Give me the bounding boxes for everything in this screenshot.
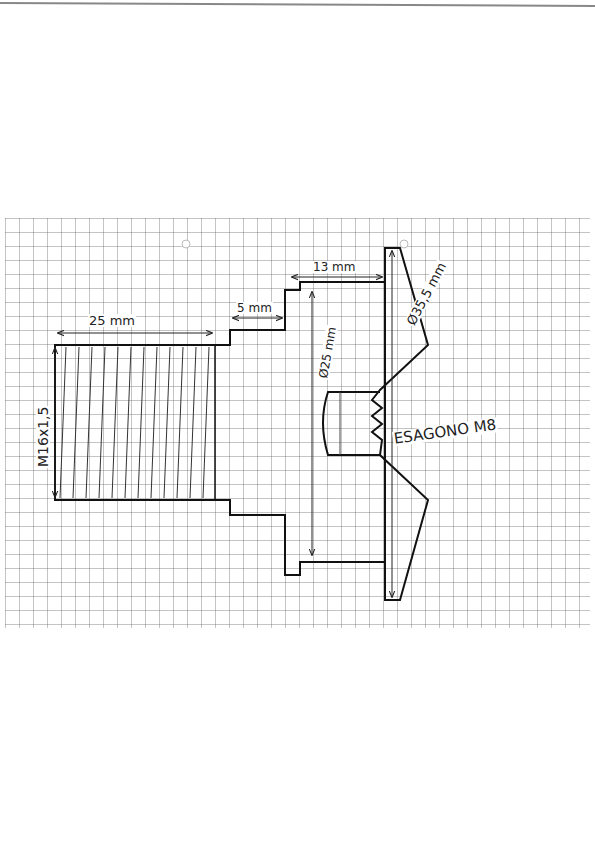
thread-line — [151, 347, 157, 498]
thread-line — [138, 347, 144, 498]
dimension-line — [392, 251, 393, 597]
grid-paper — [5, 218, 590, 628]
thread-lines — [60, 347, 209, 498]
thread-line — [164, 347, 170, 498]
hexagon-recess — [340, 392, 341, 455]
dimension-line — [55, 348, 56, 497]
punch-hole — [400, 240, 408, 248]
thread-line — [73, 347, 79, 498]
thread-line — [112, 347, 118, 498]
dimension-line — [58, 333, 212, 334]
thread-line — [190, 347, 196, 498]
thread-line — [177, 347, 183, 498]
thread-line — [99, 347, 105, 498]
hexagon-recess — [323, 392, 380, 455]
dimension-label: 13 mm — [312, 261, 356, 273]
thread-line — [60, 347, 66, 498]
dimension-label: 5 mm — [236, 302, 273, 314]
thread-line — [125, 347, 131, 498]
dimension-line — [292, 277, 382, 278]
dimension-label: M16x1,5 — [36, 406, 50, 468]
scan-edge — [0, 3, 595, 6]
thread-line — [86, 347, 92, 498]
dimension-line — [233, 318, 282, 319]
dimension-label: 25 mm — [88, 314, 136, 327]
thread-end — [214, 345, 216, 500]
flange-edge — [384, 282, 386, 562]
dimension-line — [312, 292, 313, 555]
punch-hole — [182, 240, 190, 248]
part-outline — [55, 248, 428, 600]
thread-line — [203, 347, 209, 498]
